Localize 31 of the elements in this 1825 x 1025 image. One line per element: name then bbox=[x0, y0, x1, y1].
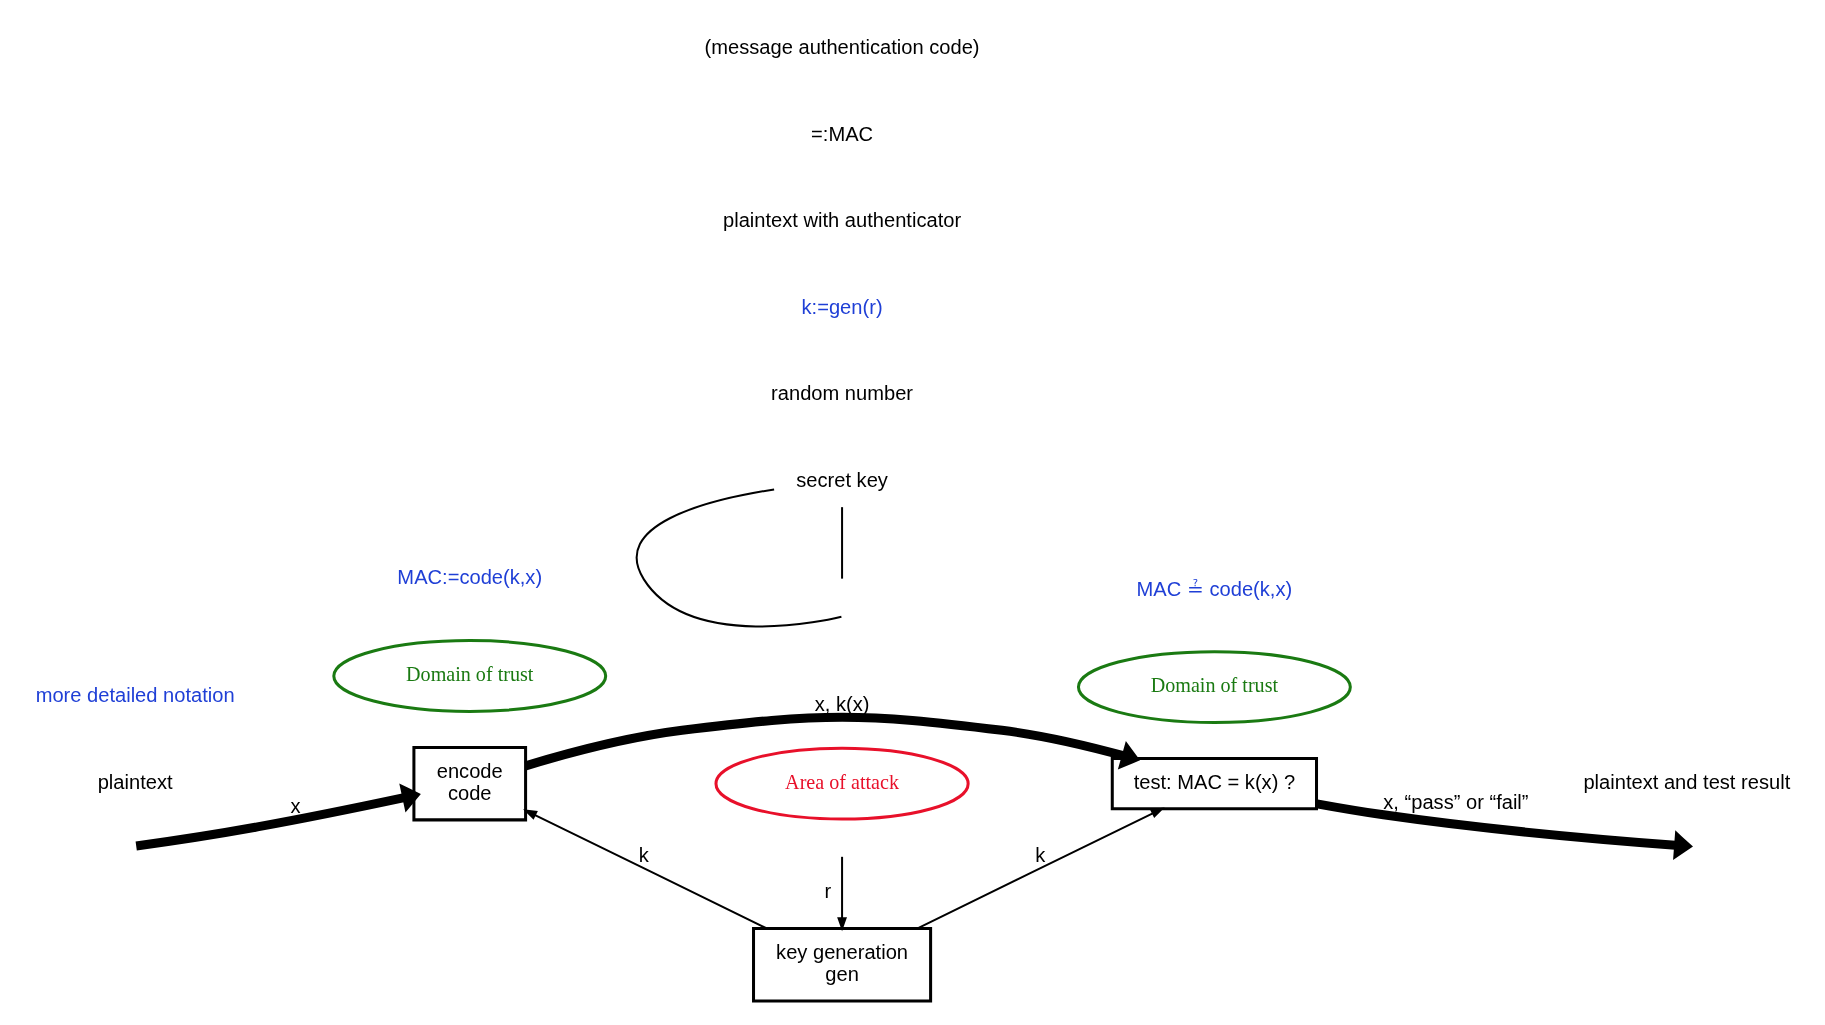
arrow bbox=[523, 809, 768, 930]
arrow bbox=[917, 807, 1165, 930]
node-box: encode code bbox=[412, 745, 528, 822]
label: MAC ≟ code(k,x) bbox=[1136, 577, 1293, 600]
node-text: secret key bbox=[796, 468, 888, 491]
arrow bbox=[1316, 799, 1693, 860]
label: =:MAC bbox=[811, 122, 874, 145]
label: plaintext and test result bbox=[1583, 770, 1791, 793]
edge-label: x bbox=[290, 794, 301, 817]
arrow bbox=[837, 856, 847, 932]
edge-label: x, “pass” or “fail” bbox=[1383, 790, 1529, 813]
arrow bbox=[524, 712, 1141, 771]
edge-label: x, k(x) bbox=[814, 693, 870, 716]
node-ellipse: Domain of trust bbox=[1076, 650, 1352, 724]
label: random number bbox=[771, 382, 914, 405]
edge-label: k bbox=[638, 844, 649, 867]
arrow bbox=[135, 783, 421, 851]
edge-label: k bbox=[1035, 844, 1046, 867]
label: plaintext bbox=[97, 770, 173, 793]
connector bbox=[841, 507, 844, 579]
label: MAC:=code(k,x) bbox=[397, 566, 543, 589]
node-ellipse: Area of attack bbox=[714, 746, 970, 821]
label: (message authentication code) bbox=[704, 36, 980, 59]
connector bbox=[635, 488, 842, 628]
label: plaintext with authenticator bbox=[723, 209, 962, 232]
label: more detailed notation bbox=[35, 684, 235, 707]
node-ellipse: Domain of trust bbox=[332, 639, 608, 713]
label: k:=gen(r) bbox=[801, 295, 883, 318]
node-box: test: MAC = k(x) ? bbox=[1110, 757, 1319, 811]
node-box: key generation gen bbox=[752, 927, 933, 1003]
edge-label: r bbox=[824, 879, 832, 902]
